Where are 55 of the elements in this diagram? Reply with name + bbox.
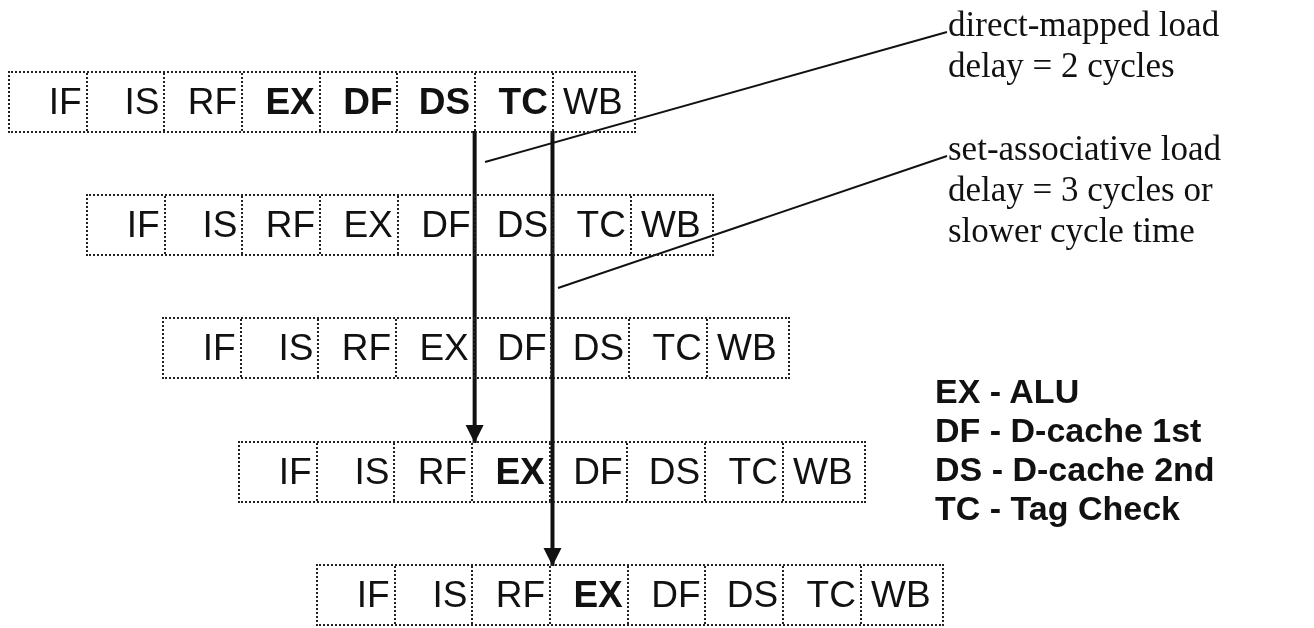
pipeline-stage: IF	[164, 319, 242, 377]
pipeline-stage: TC	[554, 196, 632, 254]
pipeline-stage: TC	[476, 73, 554, 131]
pipeline-stage: TC	[706, 443, 784, 501]
pipeline-stage: IF	[88, 196, 166, 254]
pipeline-stage: TC	[630, 319, 708, 377]
pipeline-stage: WB	[861, 566, 940, 624]
pipeline-stage: WB	[783, 443, 862, 501]
pipeline-stage: EX	[473, 443, 551, 501]
pipeline-stage: IS	[395, 566, 474, 624]
pipeline-stage: IF	[318, 566, 396, 624]
pipeline-row	[238, 441, 866, 503]
pipeline-stage: DS	[706, 566, 785, 624]
pipeline-stage: DF	[474, 319, 553, 377]
leader-line	[557, 155, 948, 289]
key-entry: DF - D-cache 1st	[935, 411, 1202, 450]
key-entry: TC - Tag Check	[935, 489, 1180, 528]
pipeline-stage: EX	[551, 566, 629, 624]
pipeline-stage: IS	[165, 196, 244, 254]
pipeline-stage: DS	[628, 443, 707, 501]
leader-line	[484, 31, 948, 163]
pipeline-stage: DS	[476, 196, 555, 254]
pipeline-stage: DF	[628, 566, 707, 624]
pipeline-stage: RF	[165, 73, 244, 131]
pipeline-stage: IS	[241, 319, 320, 377]
pipeline-stage: DS	[398, 73, 477, 131]
pipeline-stage: WB	[631, 196, 710, 254]
pipeline-stage: RF	[395, 443, 474, 501]
annotation-text: direct-mapped load delay = 2 cycles	[948, 4, 1298, 86]
pipeline-stage: DF	[398, 196, 477, 254]
pipeline-stage: IS	[87, 73, 166, 131]
pipeline-row	[316, 564, 944, 626]
pipeline-stage: WB	[553, 73, 632, 131]
pipeline-stage: RF	[243, 196, 322, 254]
arrow	[543, 131, 562, 566]
pipeline-stage: EX	[243, 73, 321, 131]
annotation-text: set-associative load delay = 3 cycles or slower cycle time	[948, 128, 1298, 251]
arrow	[465, 131, 484, 443]
pipeline-stage: EX	[321, 196, 399, 254]
pipeline-stage: IF	[10, 73, 88, 131]
pipeline-row	[162, 317, 790, 379]
pipeline-row	[8, 71, 636, 133]
pipeline-stage: DF	[320, 73, 399, 131]
pipeline-stage: DS	[552, 319, 631, 377]
pipeline-stage: RF	[473, 566, 552, 624]
pipeline-stage: TC	[784, 566, 862, 624]
pipeline-stage: EX	[397, 319, 475, 377]
pipeline-stage: DF	[550, 443, 629, 501]
key-entry: EX - ALU	[935, 372, 1080, 411]
key-entry: DS - D-cache 2nd	[935, 450, 1215, 489]
pipeline-stage: RF	[319, 319, 398, 377]
pipeline-stage: WB	[707, 319, 786, 377]
pipeline-stage: IF	[240, 443, 318, 501]
pipeline-stage: IS	[317, 443, 396, 501]
pipeline-row	[86, 194, 714, 256]
